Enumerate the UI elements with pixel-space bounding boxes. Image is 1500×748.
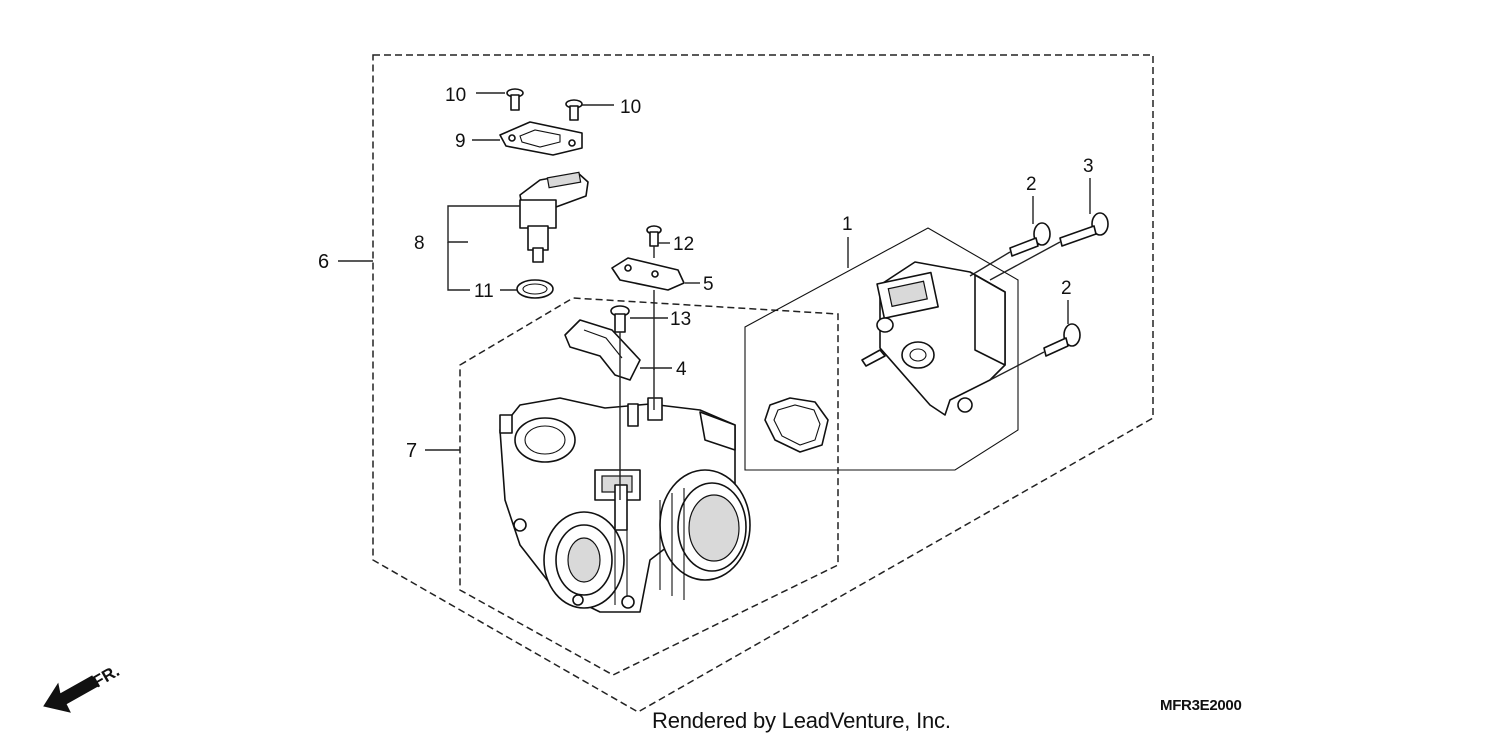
gasket-1 [764, 397, 829, 453]
callout-11: 11 [474, 281, 494, 302]
leader-lines [338, 92, 1091, 500]
screw-10-right [565, 99, 583, 121]
callout-1: 1 [842, 214, 853, 235]
callout-6: 6 [318, 251, 329, 273]
callout-9: 9 [455, 131, 466, 152]
bracket-plate-5 [611, 257, 685, 291]
render-credit: Rendered by LeadVenture, Inc. [652, 708, 951, 733]
throttle-body-frame-7 [459, 297, 839, 676]
screw-13 [610, 305, 630, 333]
sensor-unit-1 [861, 261, 1006, 416]
o-ring-11 [516, 279, 554, 299]
callout-10-left: 10 [445, 85, 466, 106]
callout-2-upper: 2 [1026, 174, 1037, 195]
callout-3: 3 [1083, 156, 1094, 177]
callout-4: 4 [676, 359, 687, 380]
screw-10-left [506, 88, 524, 111]
sensor-unit-frame-1 [744, 227, 1019, 471]
diagram-code: MFR3E2000 [1160, 697, 1242, 714]
arrow-left-icon [43, 675, 99, 713]
front-direction-marker: FR. [43, 661, 123, 713]
callout-7: 7 [406, 440, 417, 462]
callout-8: 8 [414, 233, 425, 254]
callout-2-lower: 2 [1061, 278, 1072, 299]
callout-13: 13 [670, 309, 691, 330]
assembly-frame-6 [372, 54, 1154, 713]
link-bracket-4 [564, 319, 641, 381]
callout-12: 12 [673, 234, 694, 255]
bolt-2-upper [1009, 222, 1051, 257]
sensor-8 [519, 171, 589, 263]
gasket-plate-9 [499, 121, 583, 156]
throttle-body-7 [499, 397, 751, 613]
bolt-2-lower [1043, 323, 1081, 357]
callout-5: 5 [703, 274, 714, 295]
callout-10-right: 10 [620, 97, 641, 118]
bolt-3 [1059, 212, 1109, 247]
screw-12 [646, 225, 662, 247]
